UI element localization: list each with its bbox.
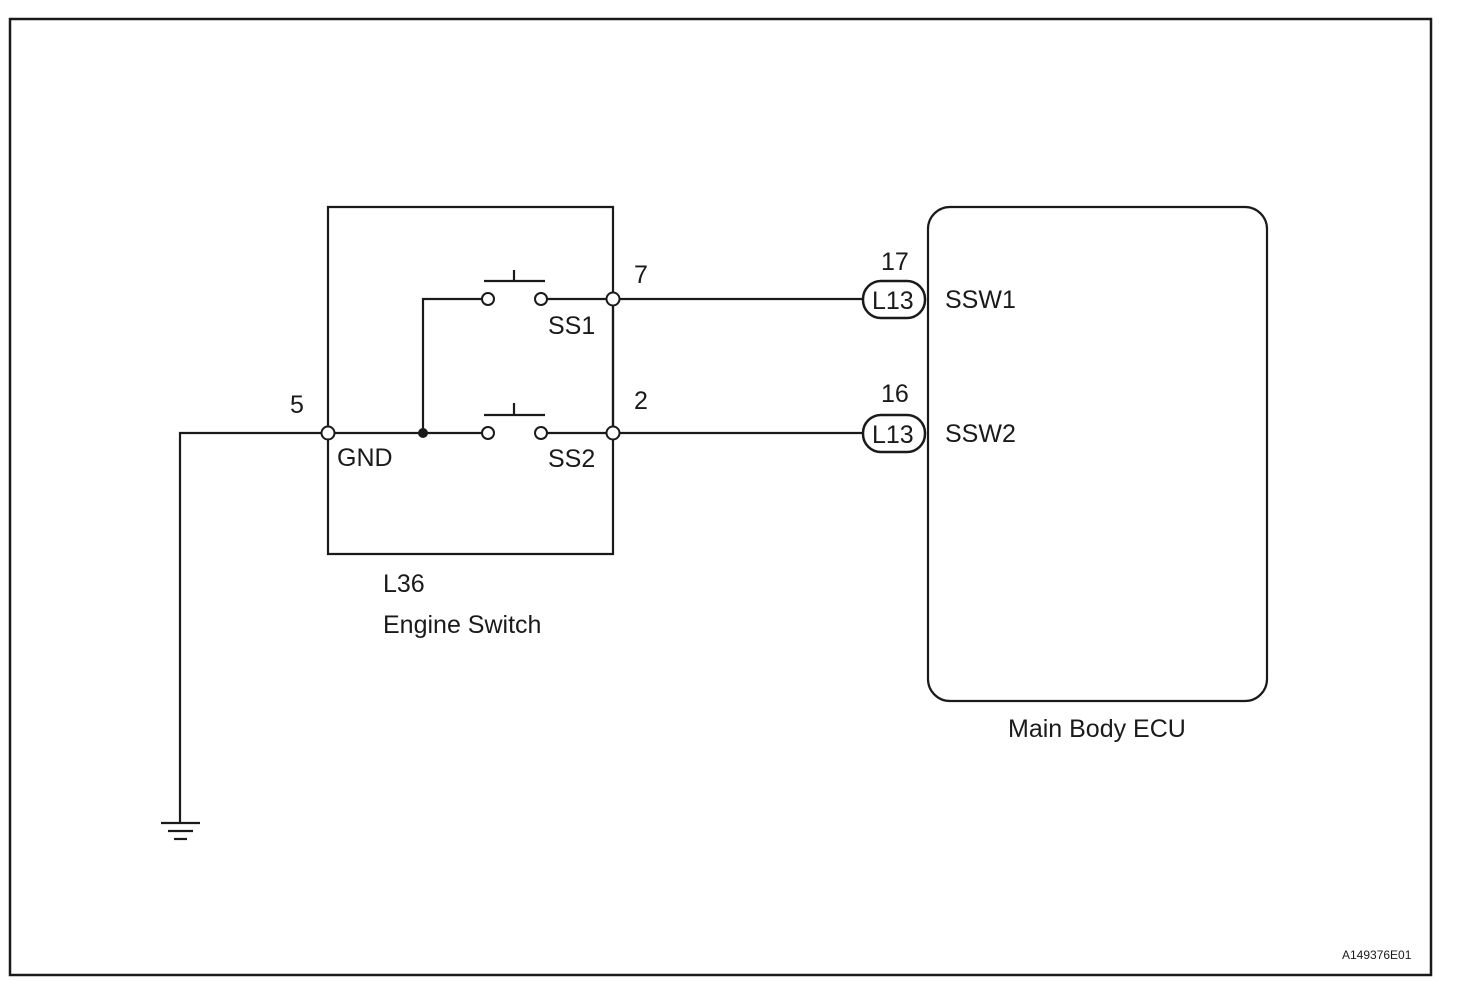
ecu-name: Main Body ECU: [1008, 715, 1186, 743]
ground-symbol-icon: [161, 821, 200, 841]
ssw1-label: SSW1: [945, 286, 1016, 314]
ssw2-connector-id: L13: [872, 421, 914, 449]
ss2-terminal: [605, 425, 621, 441]
ssw1-connector-id: L13: [872, 287, 914, 315]
main-body-ecu-box: [926, 205, 1269, 703]
ssw2-pin-number: 16: [881, 380, 909, 408]
ss2-pin-number: 2: [634, 387, 648, 415]
engine-switch-box: [326, 205, 615, 556]
ss2-label: SS2: [548, 445, 595, 473]
diagram-code: A149376E01: [1342, 948, 1412, 962]
engine-switch-name: Engine Switch: [383, 611, 541, 639]
ss1-common-wire: [421, 297, 488, 433]
gnd-terminal: [320, 425, 336, 441]
ssw1-pin-number: 17: [881, 248, 909, 276]
ground-wire: [178, 431, 328, 823]
diagram-frame: [8, 17, 1433, 977]
junction-dot: [418, 428, 428, 438]
gnd-pin-number: 5: [290, 391, 304, 419]
gnd-label: GND: [337, 444, 393, 472]
ss1-pin-number: 7: [634, 261, 648, 289]
ss1-terminal: [605, 291, 621, 307]
ssw2-connector: [861, 413, 927, 454]
ss1-switch-symbol: [481, 270, 613, 306]
ss1-label: SS1: [548, 312, 595, 340]
ssw2-label: SSW2: [945, 420, 1016, 448]
engine-switch-connector-id: L36: [383, 570, 425, 598]
ssw1-connector: [861, 279, 927, 320]
ss2-switch-symbol: [481, 403, 613, 440]
